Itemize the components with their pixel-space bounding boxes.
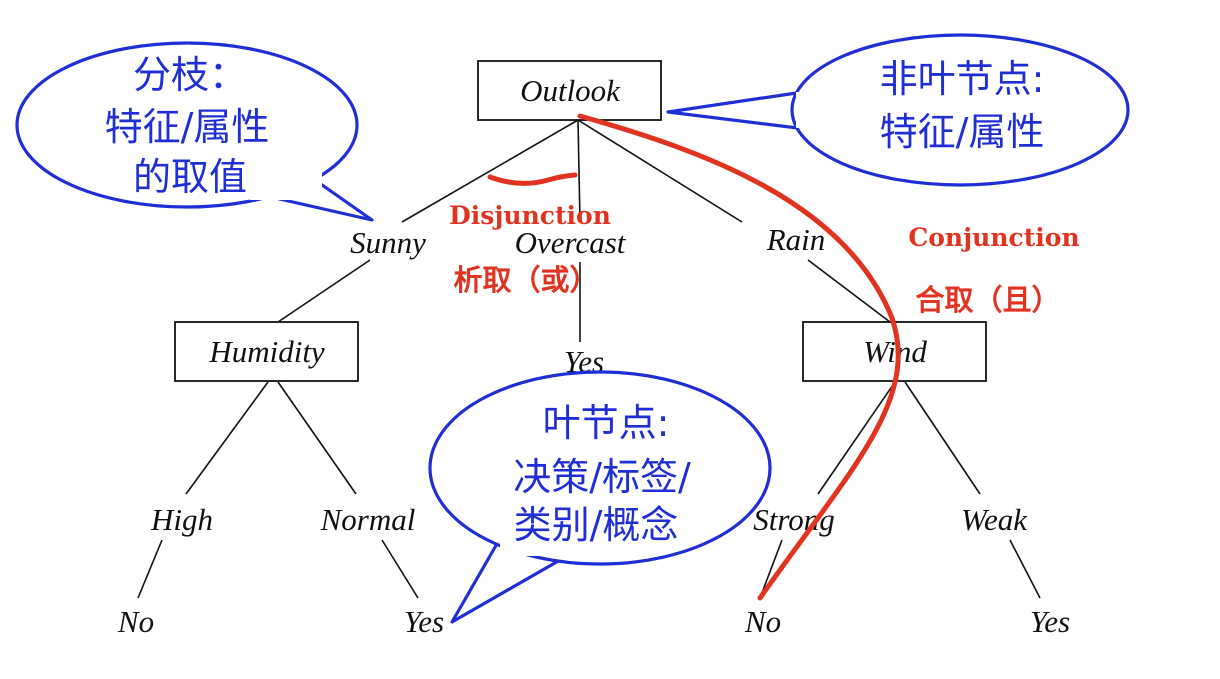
- outlook-node-label: Outlook: [520, 73, 621, 108]
- internal-node-bubble-line-1: 非叶节点:: [880, 57, 1045, 101]
- leaf-node-bubble-outline: [428, 370, 772, 566]
- leaf-no-high: No: [117, 604, 154, 639]
- edge-wind-strong: [817, 381, 896, 495]
- edge-humidity-normal: [277, 381, 357, 495]
- edge-normal-yes: [381, 539, 419, 599]
- edge-strong-no: [759, 539, 783, 599]
- disjunction-arc: [487, 172, 578, 186]
- edge-wind-weak: [904, 381, 981, 495]
- leaf-node-bubble-line-3: 类别/概念: [514, 503, 679, 547]
- branch-label-sunny: Sunny: [350, 225, 426, 260]
- edge-sunny-humidity: [277, 259, 371, 323]
- leaf-yes-normal: Yes: [404, 604, 444, 639]
- humidity-node-label: Humidity: [208, 334, 325, 369]
- humidity-node-box: [174, 321, 359, 382]
- disjunction-label-zh: 析取（或）: [453, 263, 598, 297]
- internal-node-bubble-line-2: 特征/属性: [880, 110, 1045, 154]
- internal-node-bubble: 非叶节点: 特征/属性: [666, 33, 1130, 187]
- disjunction-label: Disjunction: [449, 201, 611, 230]
- leaf-node-bubble-line-1: 叶节点:: [543, 401, 670, 445]
- edge-rain-wind: [807, 259, 891, 323]
- leaf-node-bubble-tail-mask: [500, 530, 560, 556]
- outlook-node-box: [477, 60, 662, 121]
- internal-node-bubble-tail-mask: [796, 92, 836, 128]
- branch-bubble-line-3: 的取值: [133, 155, 247, 199]
- edge-humidity-high: [185, 381, 269, 495]
- branch-label-normal: Normal: [320, 502, 416, 537]
- internal-node-bubble-outline: [790, 33, 1130, 187]
- branch-bubble-outline: [15, 41, 359, 209]
- leaf-node-bubble: 叶节点: 决策/标签/ 类别/概念: [428, 370, 772, 624]
- branch-label-high: High: [150, 502, 213, 537]
- edge-outlook-rain: [577, 119, 743, 223]
- branch-bubble-line-2: 特征/属性: [105, 105, 270, 149]
- branch-label-overcast: Overcast: [515, 225, 627, 260]
- branch-label-strong: Strong: [753, 502, 835, 537]
- edge-outlook-sunny: [401, 119, 579, 223]
- leaf-node-bubble-line-2: 决策/标签/: [513, 455, 691, 499]
- edge-high-no: [137, 539, 163, 599]
- branch-label-rain: Rain: [766, 222, 826, 257]
- branch-bubble-tail-mask: [250, 170, 322, 200]
- branch-bubble-line-1: 分枝：: [133, 53, 247, 97]
- conjunction-path: [577, 113, 901, 601]
- conjunction-label-zh: 合取（且）: [915, 283, 1060, 317]
- conjunction-label: Conjunction: [908, 223, 1079, 252]
- branch-label-weak: Weak: [961, 502, 1028, 537]
- edge-weak-yes: [1009, 539, 1041, 599]
- edge-outlook-overcast: [577, 119, 581, 223]
- tree-edges: [137, 119, 1041, 599]
- leaf-no-strong: No: [744, 604, 781, 639]
- leaf-yes-weak: Yes: [1030, 604, 1070, 639]
- branch-bubble: 分枝： 特征/属性 的取值: [15, 41, 374, 222]
